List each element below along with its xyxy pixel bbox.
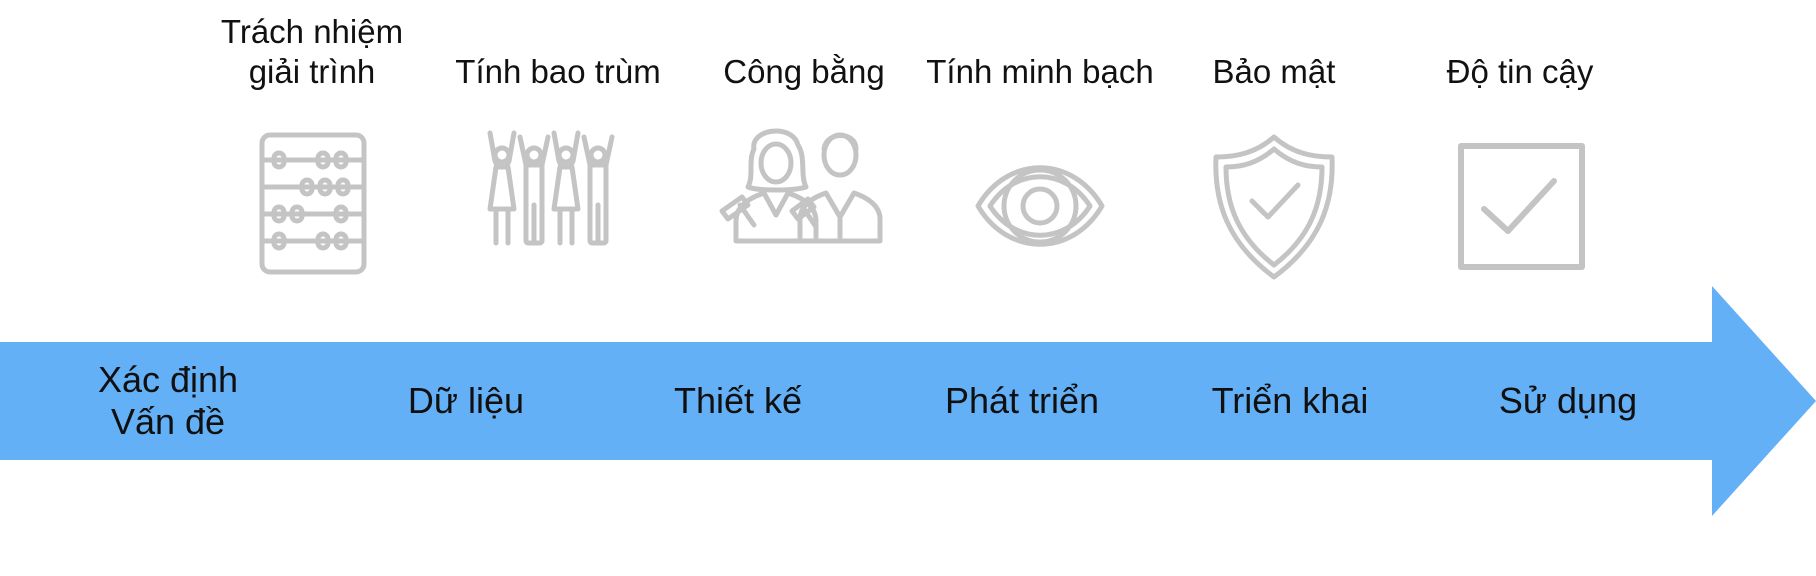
- principle-inclusiveness: Tính bao trùm: [428, 0, 688, 290]
- abacus-icon: [222, 125, 402, 285]
- stage-label-development: Phát triển: [944, 380, 1100, 421]
- stage-label-usage: Sử dụng: [1498, 380, 1638, 421]
- shield-check-icon: [1184, 125, 1364, 285]
- stage-label-design: Thiết kế: [673, 380, 803, 421]
- principle-accountability: Trách nhiệm giải trình: [182, 0, 442, 290]
- principle-fairness: Công bằng: [674, 0, 934, 290]
- principle-label: Tính bao trùm: [455, 53, 661, 90]
- justice-people-icon: [714, 125, 894, 285]
- principle-label: Công bằng: [723, 53, 885, 90]
- principle-label: Tính minh bạch: [926, 53, 1154, 90]
- stage-label-deployment: Triển khai: [1211, 380, 1369, 421]
- principle-label: Độ tin cậy: [1446, 53, 1594, 90]
- stage-label-problem-definition: Xác định Vấn đề: [97, 359, 239, 442]
- arrow-shape: [0, 286, 1816, 516]
- eye-icon: [950, 125, 1130, 285]
- lifecycle-arrow: [0, 286, 1816, 516]
- principle-label: Bảo mật: [1212, 53, 1336, 90]
- principle-transparency: Tính minh bạch: [910, 0, 1170, 290]
- diverse-people-icon: [468, 125, 648, 285]
- principle-reliability: Độ tin cậy: [1390, 0, 1650, 290]
- principle-label: Trách nhiệm giải trình: [220, 13, 404, 90]
- stage-label-data: Dữ liệu: [407, 380, 525, 421]
- checkbox-icon: [1430, 125, 1610, 285]
- principle-security: Bảo mật: [1144, 0, 1404, 290]
